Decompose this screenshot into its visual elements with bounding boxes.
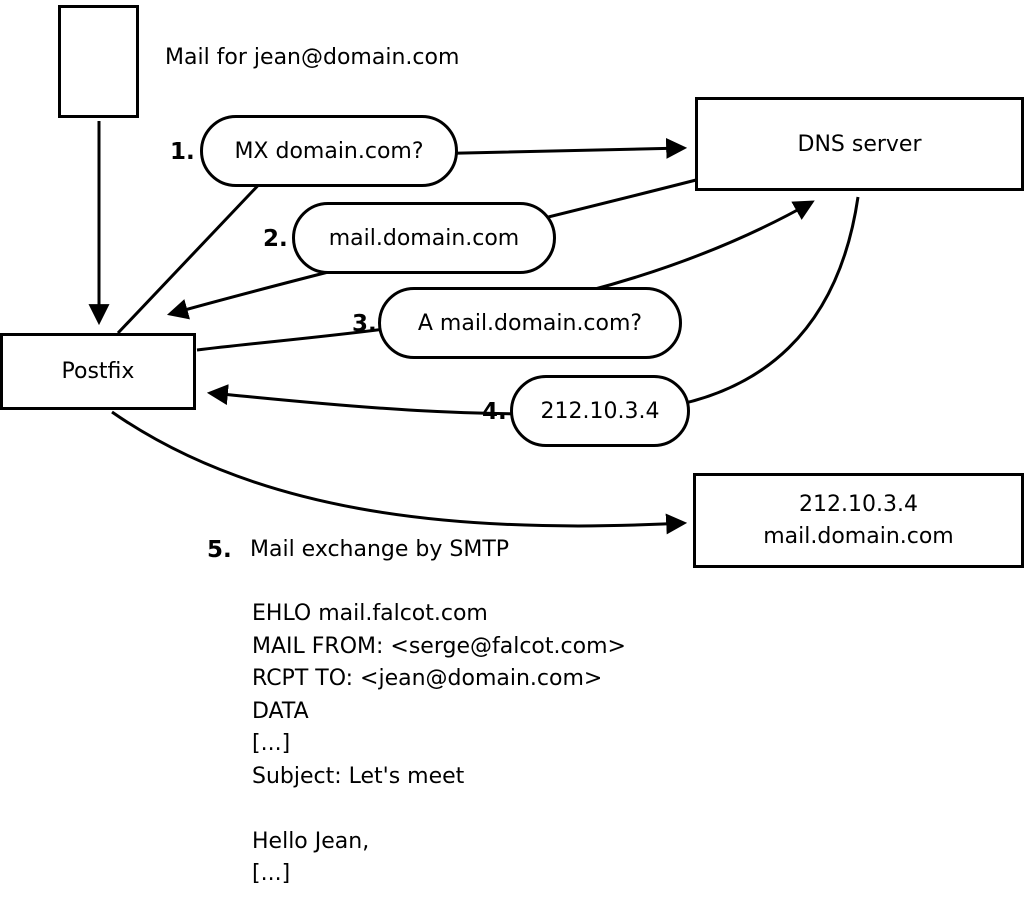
step-5-number: 5. <box>207 537 232 563</box>
step-1-bubble: MX domain.com? <box>200 115 458 187</box>
step-1-label: MX domain.com? <box>234 138 424 164</box>
step-1-number: 1. <box>170 139 195 165</box>
smtp-line: MAIL FROM: <serge@falcot.com> <box>252 633 626 659</box>
dns-server-node: DNS server <box>695 97 1024 191</box>
mail-message-node <box>58 5 139 118</box>
step-2-bubble: mail.domain.com <box>292 202 556 274</box>
smtp-line <box>252 793 626 826</box>
arrow-smtp <box>111 410 688 535</box>
step-3-number: 3. <box>352 311 377 337</box>
step-2-label: mail.domain.com <box>328 225 520 251</box>
step-3-label: A mail.domain.com? <box>417 310 643 336</box>
step-5-label: Mail exchange by SMTP <box>250 537 510 562</box>
smtp-line: Subject: Let's meet <box>252 763 465 789</box>
smtp-line: EHLO mail.falcot.com <box>252 601 488 626</box>
step-2-number: 2. <box>263 226 288 252</box>
smtp-line <box>252 891 626 919</box>
step-4-label: 212.10.3.4 <box>540 398 660 424</box>
smtp-line: DATA <box>252 698 309 724</box>
smtp-line: [...] <box>252 731 291 756</box>
step-4-number: 4. <box>482 399 507 425</box>
postfix-node: Postfix <box>0 333 196 410</box>
step-4-bubble: 212.10.3.4 <box>510 375 690 447</box>
mail-label: Mail for jean@domain.com <box>165 45 460 70</box>
smtp-line: RCPT TO: <jean@domain.com> <box>252 666 603 691</box>
mail-server-hostname: mail.domain.com <box>763 523 954 549</box>
postfix-label: Postfix <box>61 359 135 384</box>
mail-server-node: 212.10.3.4 mail.domain.com <box>693 473 1024 568</box>
smtp-line: Hello Jean, <box>252 828 370 854</box>
dns-server-label: DNS server <box>797 131 922 157</box>
step-3-bubble: A mail.domain.com? <box>378 287 682 359</box>
smtp-session-transcript: EHLO mail.falcot.com MAIL FROM: <serge@f… <box>252 598 626 919</box>
mail-server-ip: 212.10.3.4 <box>799 491 918 517</box>
smtp-line: [...] <box>252 861 291 886</box>
